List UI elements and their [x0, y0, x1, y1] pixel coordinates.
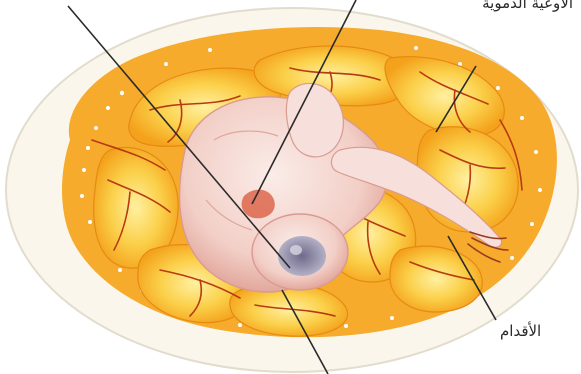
embryo-eye-highlight	[290, 245, 302, 255]
embryo-eye	[278, 236, 326, 276]
label-blood-vessels: الأوعية الدموية	[482, 0, 573, 12]
label-feet: الأقدام	[500, 322, 541, 340]
embryo-heart	[242, 190, 275, 219]
